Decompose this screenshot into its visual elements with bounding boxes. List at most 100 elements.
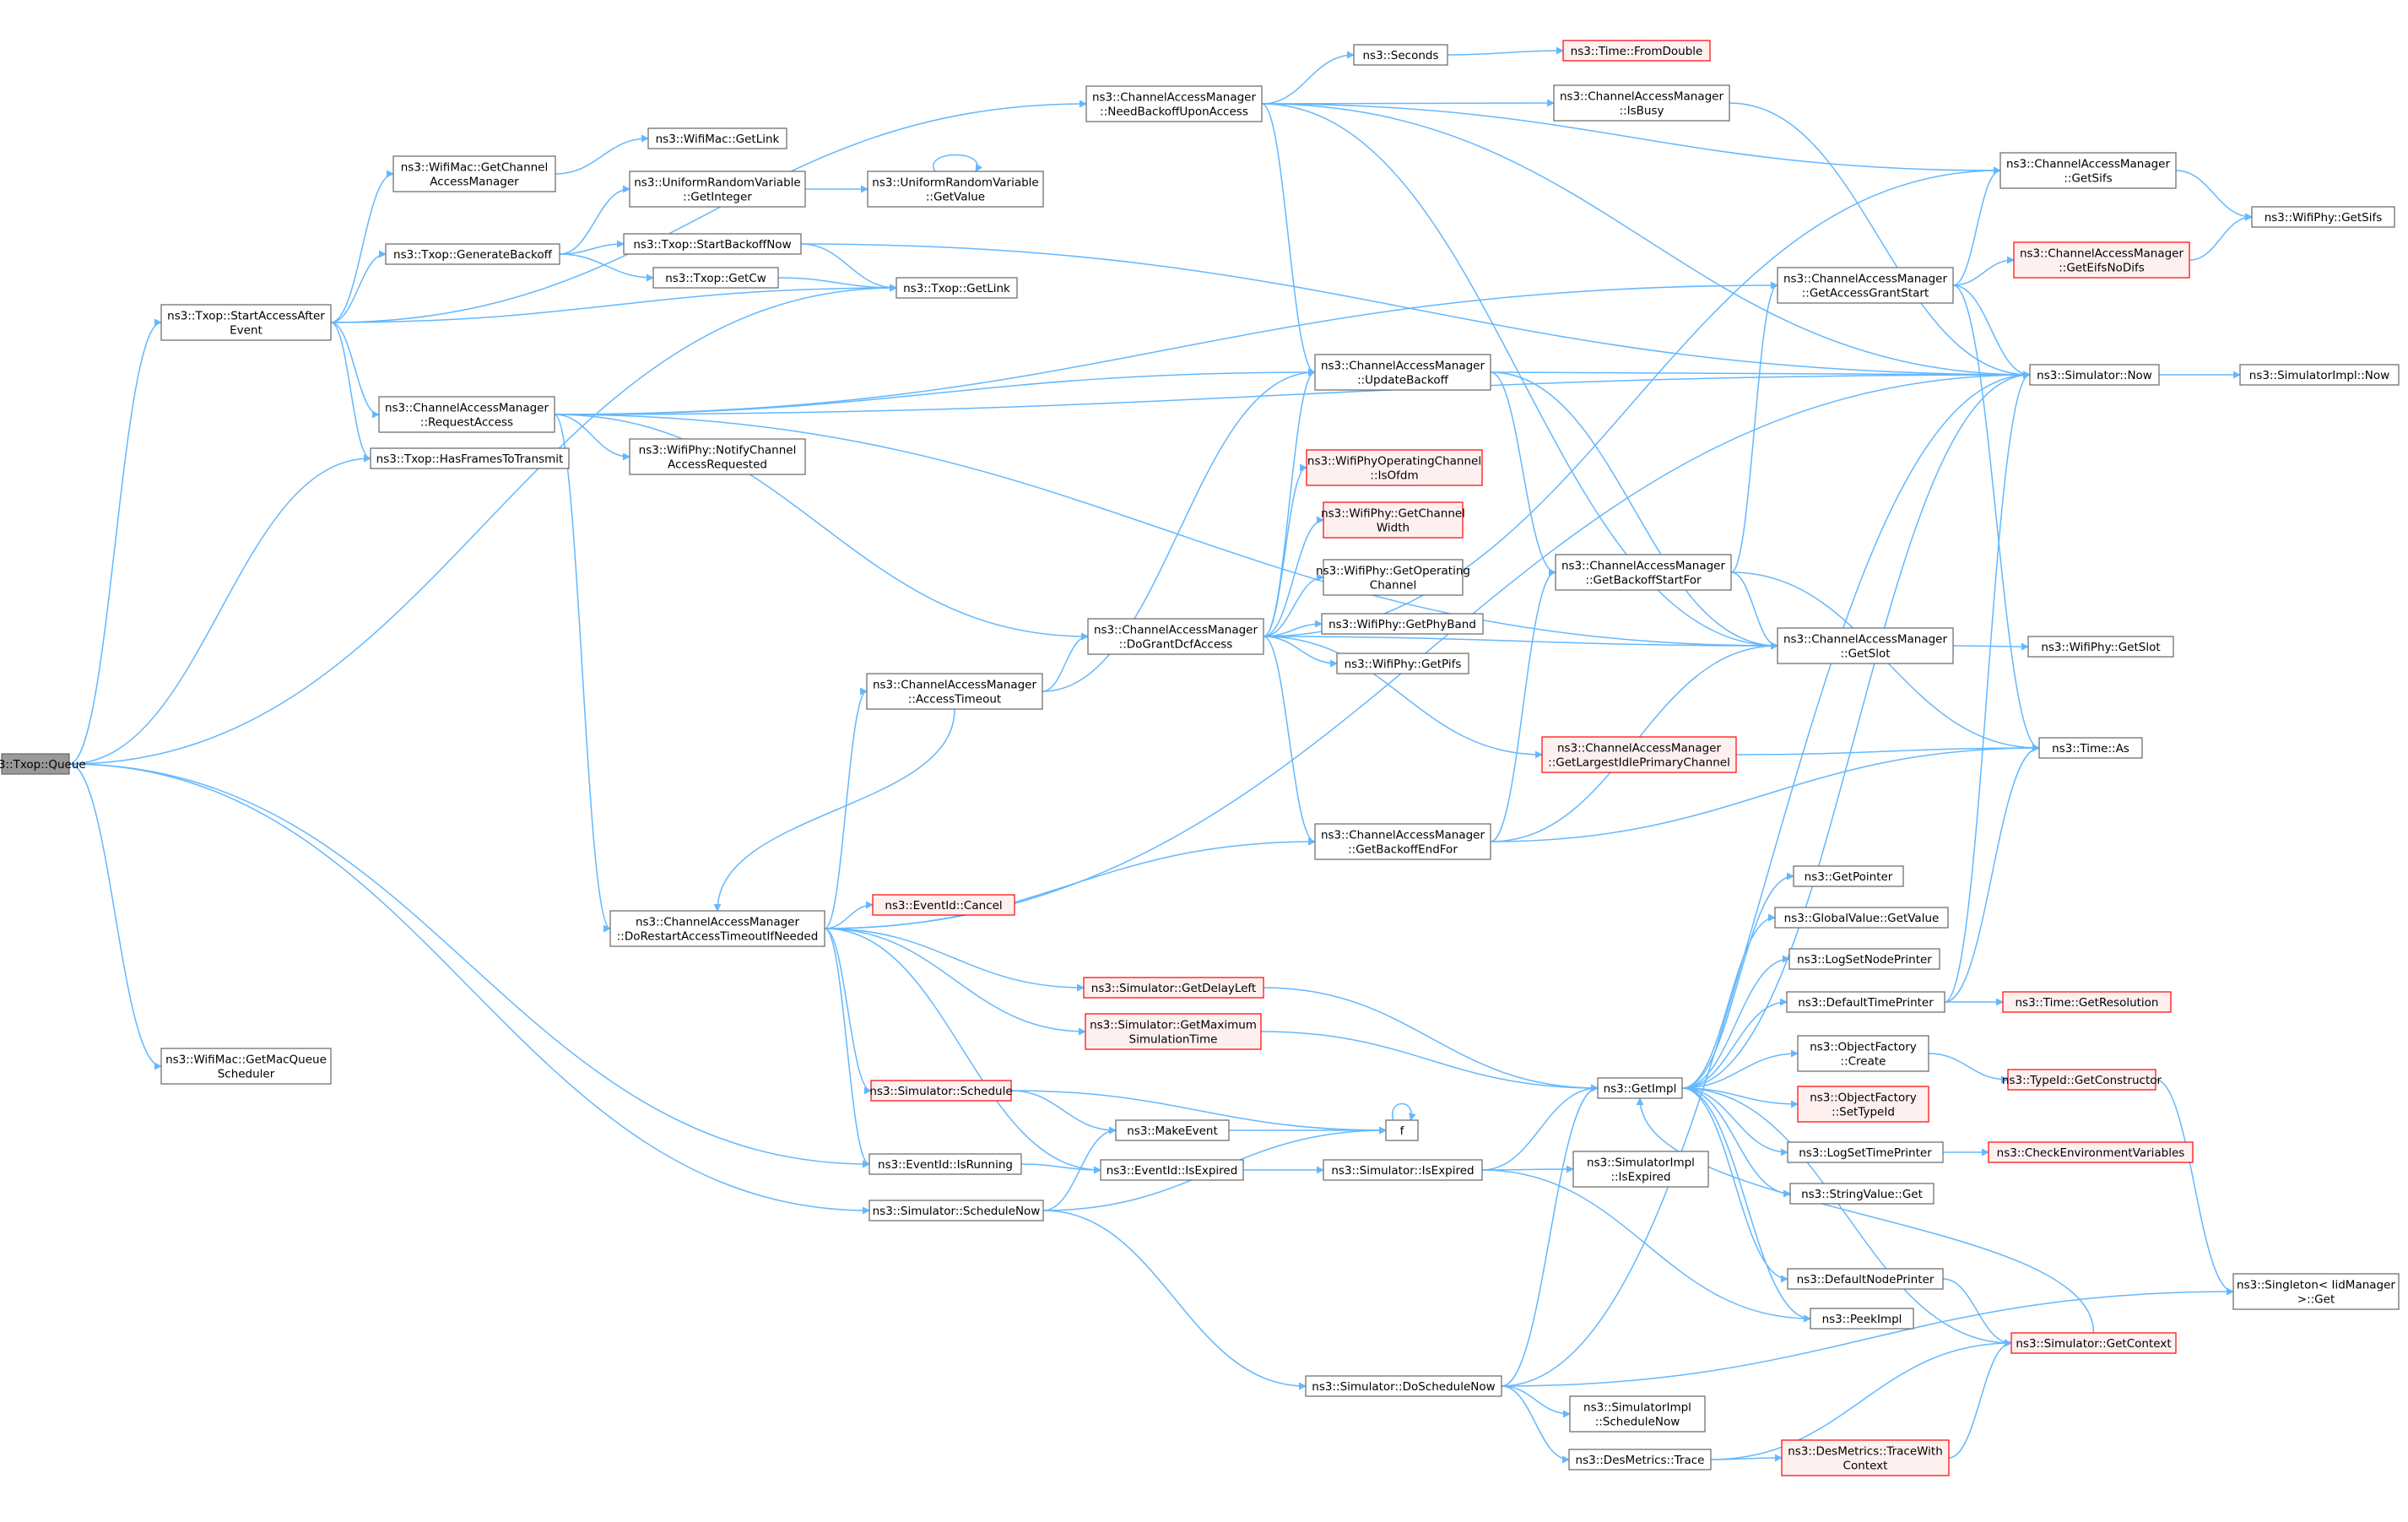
node-getCw[interactable]: ns3::Txop::GetCw	[652, 267, 779, 289]
node-getSifs[interactable]: ns3::ChannelAccessManager::GetSifs	[1999, 152, 2177, 189]
node-label: SimulationTime	[1129, 1033, 1218, 1047]
node-timeAs[interactable]: ns3::Time::As	[2038, 737, 2143, 759]
node-isOfdm[interactable]: ns3::WifiPhyOperatingChannel::IsOfdm	[1306, 449, 1483, 486]
node-label: ns3::GlobalValue::GetValue	[1784, 912, 1940, 925]
node-singletonGet[interactable]: ns3::Singleton< IidManager>::Get	[2232, 1273, 2400, 1310]
node-box	[1553, 84, 1730, 122]
node-peekImpl[interactable]: ns3::PeekImpl	[1810, 1308, 1914, 1330]
edge-urvGetValue-to-urvGetValue	[933, 154, 983, 172]
node-urvGetValue[interactable]: ns3::UniformRandomVariable::GetValue	[867, 171, 1044, 208]
node-scheduleNow[interactable]: ns3::Simulator::ScheduleNow	[869, 1200, 1044, 1221]
edge-getImpl-to-ofCreate	[1681, 1049, 1799, 1089]
node-label: ns3::Time::As	[2052, 742, 2129, 756]
node-label: f	[1400, 1124, 1405, 1138]
node-label: ns3::Txop::GetCw	[665, 272, 766, 285]
node-getPointer[interactable]: ns3::GetPointer	[1793, 865, 1904, 887]
edge-doGrantDcfAccess-to-isOfdm	[1263, 463, 1307, 637]
node-getResolution[interactable]: ns3::Time::GetResolution	[2002, 991, 2172, 1013]
node-needBackoff[interactable]: ns3::ChannelAccessManager::NeedBackoffUp…	[1085, 85, 1263, 122]
node-box	[1797, 1035, 1929, 1072]
node-seconds[interactable]: ns3::Seconds	[1353, 44, 1448, 66]
node-box	[866, 673, 1043, 710]
node-hasFramesToTransmit[interactable]: ns3::Txop::HasFramesToTransmit	[370, 447, 570, 469]
node-ofCreate[interactable]: ns3::ObjectFactory::Create	[1797, 1035, 1929, 1072]
node-getConstructor[interactable]: ns3::TypeId::GetConstructor	[2002, 1069, 2162, 1091]
node-label: ::GetAccessGrantStart	[1802, 287, 1929, 301]
edge-getBackoffEndFor-to-getBackoffStartFor	[1490, 568, 1556, 842]
node-simSchedule[interactable]: ns3::Simulator::Schedule	[869, 1080, 1013, 1102]
node-getBackoffEndFor[interactable]: ns3::ChannelAccessManager::GetBackoffEnd…	[1314, 823, 1491, 860]
node-updateBackoff[interactable]: ns3::ChannelAccessManager::UpdateBackoff	[1314, 354, 1491, 391]
node-isBusy[interactable]: ns3::ChannelAccessManager::IsBusy	[1553, 84, 1730, 122]
node-queue[interactable]: ns3::Txop::Queue	[0, 753, 86, 775]
node-getAccessGrantStart[interactable]: ns3::ChannelAccessManager::GetAccessGran…	[1777, 267, 1954, 304]
node-urvGetInteger[interactable]: ns3::UniformRandomVariable::GetInteger	[629, 171, 806, 208]
node-label: ns3::ChannelAccessManager	[1321, 360, 1485, 373]
node-startBackoffNow[interactable]: ns3::Txop::StartBackoffNow	[623, 233, 802, 255]
node-box	[1788, 948, 1940, 970]
node-getEifsNoDifs[interactable]: ns3::ChannelAccessManager::GetEifsNoDifs	[2013, 241, 2190, 279]
node-box	[370, 447, 570, 469]
node-globalValueGetValue[interactable]: ns3::GlobalValue::GetValue	[1774, 907, 1949, 929]
node-box	[1085, 85, 1263, 122]
node-phyGetSlot[interactable]: ns3::WifiPhy::GetSlot	[2027, 636, 2174, 658]
edge-generateBackoff-to-getCw	[559, 253, 654, 282]
node-simImplNow[interactable]: ns3::SimulatorImpl::Now	[2239, 364, 2400, 386]
node-simIsExpired[interactable]: ns3::Simulator::IsExpired	[1323, 1159, 1483, 1181]
node-label: ns3::ChannelAccessManager	[1321, 829, 1485, 842]
node-doRestart[interactable]: ns3::ChannelAccessManager::DoRestartAcce…	[609, 910, 825, 947]
node-logSetNodePrinter[interactable]: ns3::LogSetNodePrinter	[1788, 948, 1940, 970]
node-fromDouble[interactable]: ns3::Time::FromDouble	[1562, 40, 1711, 62]
node-getLargestIdle[interactable]: ns3::ChannelAccessManager::GetLargestIdl…	[1541, 736, 1737, 773]
node-label: ns3::EventId::IsRunning	[878, 1158, 1013, 1172]
edge-getLargestIdle-to-timeAs	[1735, 744, 2040, 756]
node-defaultTimePrinter[interactable]: ns3::DefaultTimePrinter	[1786, 991, 1945, 1013]
node-doGrantDcfAccess[interactable]: ns3::ChannelAccessManager::DoGrantDcfAcc…	[1087, 618, 1264, 655]
node-getContext[interactable]: ns3::Simulator::GetContext	[2010, 1332, 2177, 1354]
node-eventCancel[interactable]: ns3::EventId::Cancel	[872, 894, 1015, 916]
node-desMetricsTrace[interactable]: ns3::DesMetrics::Trace	[1568, 1449, 1712, 1471]
node-notifyCAR[interactable]: ns3::WifiPhy::NotifyChannelAccessRequest…	[629, 438, 806, 475]
node-wifiMacGetLink[interactable]: ns3::WifiMac::GetLink	[647, 127, 787, 149]
node-getPifs[interactable]: ns3::WifiPhy::GetPifs	[1336, 653, 1469, 674]
node-accessTimeout[interactable]: ns3::ChannelAccessManager::AccessTimeout	[866, 673, 1043, 710]
node-logSetTimePrinter[interactable]: ns3::LogSetTimePrinter	[1787, 1141, 1944, 1163]
node-getLink[interactable]: ns3::Txop::GetLink	[896, 277, 1018, 299]
node-f[interactable]: f	[1385, 1119, 1419, 1141]
node-getBackoffStartFor[interactable]: ns3::ChannelAccessManager::GetBackoffSta…	[1555, 554, 1732, 591]
node-stringValueGet[interactable]: ns3::StringValue::Get	[1789, 1183, 1935, 1205]
node-phyGetSifs[interactable]: ns3::WifiPhy::GetSifs	[2251, 206, 2395, 228]
node-label: ns3::UniformRandomVariable	[634, 176, 801, 190]
node-doScheduleNow[interactable]: ns3::Simulator::DoScheduleNow	[1305, 1375, 1502, 1397]
node-label: ns3::ChannelAccessManager	[1783, 633, 1948, 647]
edge-doRestart-to-accessTimeout	[824, 687, 868, 929]
node-eventIsRunning[interactable]: ns3::EventId::IsRunning	[869, 1153, 1022, 1175]
node-getImpl[interactable]: ns3::GetImpl	[1597, 1077, 1683, 1099]
node-generateBackoff[interactable]: ns3::Txop::GenerateBackoff	[385, 243, 560, 265]
node-defaultNodePrinter[interactable]: ns3::DefaultNodePrinter	[1787, 1268, 1944, 1290]
edge-isBusy-to-simNow	[1729, 102, 2031, 379]
node-checkEnvVars[interactable]: ns3::CheckEnvironmentVariables	[1988, 1141, 2194, 1163]
node-eventIsExpired[interactable]: ns3::EventId::IsExpired	[1100, 1159, 1244, 1181]
node-box	[1321, 613, 1484, 635]
edge-requestAccess-to-getSlot	[554, 414, 1778, 650]
node-requestAccess[interactable]: ns3::ChannelAccessManager::RequestAccess	[378, 396, 555, 433]
node-label: ns3::Simulator::GetContext	[2016, 1337, 2171, 1351]
node-simImplScheduleNow[interactable]: ns3::SimulatorImpl::ScheduleNow	[1569, 1395, 1706, 1433]
node-getDelayLeft[interactable]: ns3::Simulator::GetDelayLeft	[1083, 977, 1264, 999]
node-getPhyBand[interactable]: ns3::WifiPhy::GetPhyBand	[1321, 613, 1484, 635]
node-makeEvent[interactable]: ns3::MakeEvent	[1115, 1119, 1230, 1141]
node-simNow[interactable]: ns3::Simulator::Now	[2029, 364, 2160, 386]
edge-doRestart-to-eventIsRunning	[824, 928, 870, 1168]
node-simImplIsExpired[interactable]: ns3::SimulatorImpl::IsExpired	[1572, 1151, 1709, 1188]
node-ofSetTypeId[interactable]: ns3::ObjectFactory::SetTypeId	[1797, 1086, 1929, 1123]
node-getSlot[interactable]: ns3::ChannelAccessManager::GetSlot	[1777, 627, 1954, 664]
node-label: ns3::ChannelAccessManager	[1560, 90, 1724, 104]
